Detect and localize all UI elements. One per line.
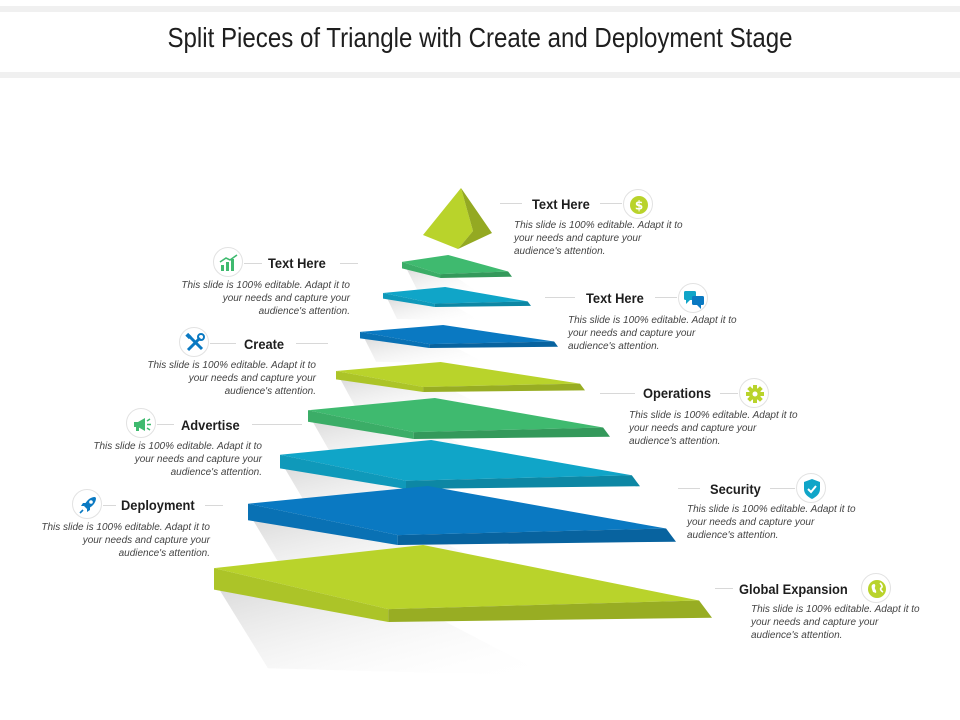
left-item-3-desc: This slide is 100% editable. Adapt it to… (93, 441, 262, 478)
globe-icon (861, 573, 891, 603)
right-item-1-desc: This slide is 100% editable. Adapt it to… (514, 220, 683, 257)
right-item-3-label: Operations (643, 385, 711, 401)
layer-front-face-8 (388, 600, 712, 622)
connector-line (545, 297, 575, 298)
layer-front-face-3 (429, 341, 558, 348)
connector-line (252, 424, 302, 425)
layer-left-face-6 (280, 454, 406, 489)
layer-top-8 (214, 545, 700, 610)
layer-front-face-5 (413, 427, 610, 439)
layer-top-6 (280, 440, 632, 481)
layer-left-face-3 (360, 331, 430, 348)
connector-line (715, 588, 733, 589)
connector-line (655, 297, 677, 298)
megaphone-icon (126, 408, 156, 438)
layer-shadow-2 (387, 298, 481, 321)
connector-line (770, 488, 795, 489)
svg-text:$: $ (635, 199, 643, 213)
top-triangle-right (458, 188, 492, 249)
connector-line (500, 203, 522, 204)
layer-front-face-6 (406, 475, 640, 489)
layer-top-2 (383, 287, 528, 304)
right-item-1-label: Text Here (532, 196, 590, 212)
right-item-2-desc: This slide is 100% editable. Adapt it to… (568, 315, 737, 352)
layer-front-face-2 (434, 301, 531, 307)
layer-left-face-2 (383, 293, 435, 307)
layer-left-face-7 (248, 503, 398, 545)
right-item-5-desc: This slide is 100% editable. Adapt it to… (751, 604, 920, 641)
title-band (0, 6, 960, 78)
connector-line (205, 505, 223, 506)
layer-top-5 (308, 398, 604, 433)
layer-top-1 (402, 255, 509, 275)
layer-front-face-1 (440, 271, 512, 278)
left-item-3-label: Advertise (181, 417, 240, 433)
dollar-icon: $ (623, 189, 653, 219)
layer-shadow-8 (218, 587, 550, 676)
layer-front-face-7 (397, 528, 676, 545)
right-item-3-desc: This slide is 100% editable. Adapt it to… (629, 410, 798, 447)
tools-icon (179, 327, 209, 357)
connector-line (296, 343, 328, 344)
chat-icon (678, 283, 708, 313)
layer-shadow-1 (406, 267, 481, 295)
layer-front-face-4 (423, 383, 585, 392)
connector-line (678, 488, 700, 489)
left-item-1-label: Text Here (268, 255, 326, 271)
right-item-5-label: Global Expansion (739, 581, 848, 597)
layer-top-3 (360, 325, 555, 345)
layer-shadow-3 (364, 337, 488, 365)
page-title: Split Pieces of Triangle with Create and… (167, 22, 793, 53)
left-item-4-desc: This slide is 100% editable. Adapt it to… (41, 522, 210, 559)
layer-top-7 (248, 486, 667, 536)
left-item-4-label: Deployment (121, 497, 195, 513)
layer-left-face-8 (214, 568, 389, 622)
left-item-2-label: Create (244, 336, 285, 352)
top-triangle-left (423, 188, 473, 249)
connector-line (600, 393, 635, 394)
layer-left-face-4 (336, 371, 424, 392)
connector-line (157, 424, 174, 425)
connector-line (244, 263, 262, 264)
connector-line (103, 505, 116, 506)
right-item-4-desc: This slide is 100% editable. Adapt it to… (687, 504, 856, 541)
connector-line (720, 393, 738, 394)
right-item-2-label: Text Here (586, 290, 644, 306)
shield-icon (796, 473, 826, 503)
layer-left-face-5 (308, 410, 414, 439)
layer-left-face-1 (402, 261, 441, 278)
layer-top-4 (336, 362, 580, 387)
right-item-4-label: Security (710, 481, 761, 497)
growth-chart-icon (213, 247, 243, 277)
connector-line (600, 203, 622, 204)
gear-icon (739, 378, 769, 408)
rocket-icon (72, 489, 102, 519)
connector-line (340, 263, 358, 264)
left-item-1-desc: This slide is 100% editable. Adapt it to… (181, 280, 350, 317)
connector-line (210, 343, 236, 344)
left-item-2-desc: This slide is 100% editable. Adapt it to… (147, 360, 316, 397)
